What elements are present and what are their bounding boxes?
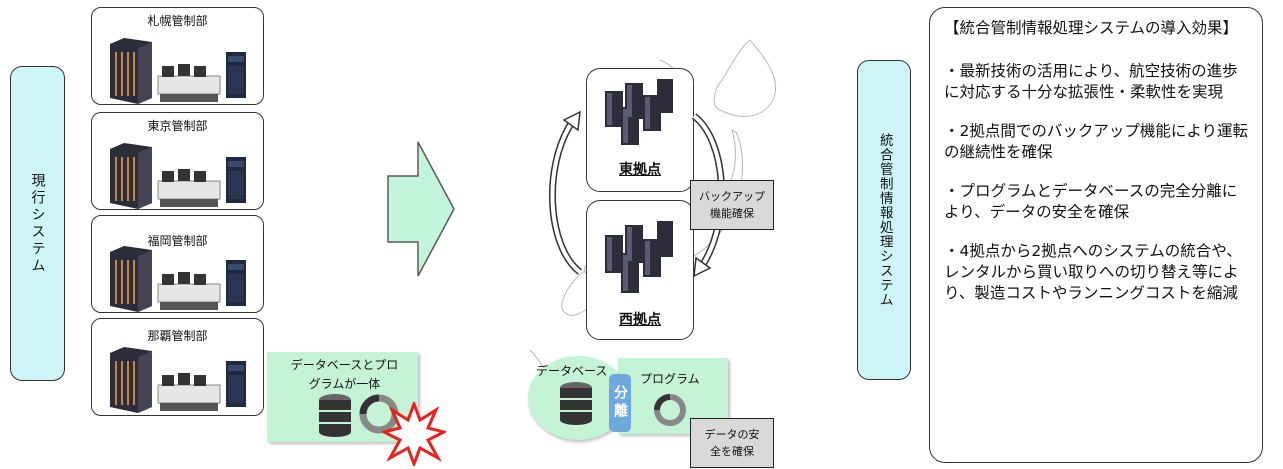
- mainframe-icon: [110, 38, 246, 104]
- backup-function-box: バックアップ機能確保: [690, 180, 774, 230]
- new-program-label: プログラム: [640, 372, 700, 386]
- current-system-label: 現行システム: [10, 66, 65, 381]
- center-box-naha: 那覇管制部: [91, 318, 264, 416]
- database-icon: [319, 394, 351, 437]
- mainframe-icon: [110, 347, 246, 413]
- data-safety-box: データの安全を確保: [690, 418, 774, 468]
- east-site-box: 東拠点: [586, 68, 694, 192]
- integrated-system-label: 統合管制情報処理システム: [857, 60, 911, 380]
- benefit-item: ・2拠点間でのバックアップ機能により運転の継続性を確保: [944, 122, 1249, 161]
- console-unit: [157, 64, 221, 102]
- mainframe-icon: [110, 246, 246, 312]
- center-name: 東京管制部: [147, 119, 208, 133]
- integrated-db-program-panel: データベースとプログラムが一体: [267, 352, 418, 442]
- rack-unit: [226, 52, 246, 98]
- center-box-sapporo: 札幌管制部: [91, 7, 264, 105]
- mainframe-unit: [110, 38, 152, 104]
- separation-badge: 分離: [609, 374, 631, 432]
- center-name: 札幌管制部: [147, 14, 208, 28]
- center-name: 那覇管制部: [147, 329, 208, 343]
- server-cluster-icon: [605, 79, 673, 145]
- mainframe-icon: [110, 143, 246, 209]
- danger-burst-icon: [382, 402, 446, 466]
- integrated-note-text: データベースとプログラムが一体: [290, 358, 399, 391]
- west-site-name: 西拠点: [619, 312, 661, 328]
- benefits-title: 【統合管制情報処理システムの導入効果】: [944, 19, 1239, 37]
- benefit-item: ・最新技術の活用により、航空技術の進歩に対応する十分な拡張性・柔軟性を実現: [944, 62, 1238, 101]
- backup-function-text: バックアップ機能確保: [699, 190, 765, 220]
- integrated-system-text: 統合管制情報処理システム: [876, 133, 893, 307]
- benefits-box: 【統合管制情報処理システムの導入効果】 ・最新技術の活用により、航空技術の進歩に…: [929, 7, 1263, 463]
- data-safety-text: データの安全を確保: [704, 428, 760, 458]
- current-system-text: 現行システム: [29, 172, 46, 275]
- center-box-tokyo: 東京管制部: [91, 112, 264, 210]
- separation-text: 分離: [612, 385, 628, 421]
- transition-arrow: [387, 141, 455, 277]
- center-name: 福岡管制部: [147, 234, 208, 248]
- sync-arrow-left: [548, 110, 583, 275]
- center-box-fukuoka: 福岡管制部: [91, 215, 264, 313]
- east-site-name: 東拠点: [619, 162, 661, 178]
- server-cluster-icon: [605, 221, 673, 293]
- west-site-box: 西拠点: [586, 200, 694, 340]
- database-icon: [560, 382, 592, 425]
- new-database-label: データベース: [536, 364, 608, 378]
- benefit-item: ・プログラムとデータベースの完全分離により、データの安全を確保: [944, 182, 1238, 221]
- program-icon: [654, 394, 686, 426]
- benefit-item: ・4拠点から2拠点へのシステムの統合や、レンタルから買い取りへの切り替え等により…: [944, 242, 1242, 302]
